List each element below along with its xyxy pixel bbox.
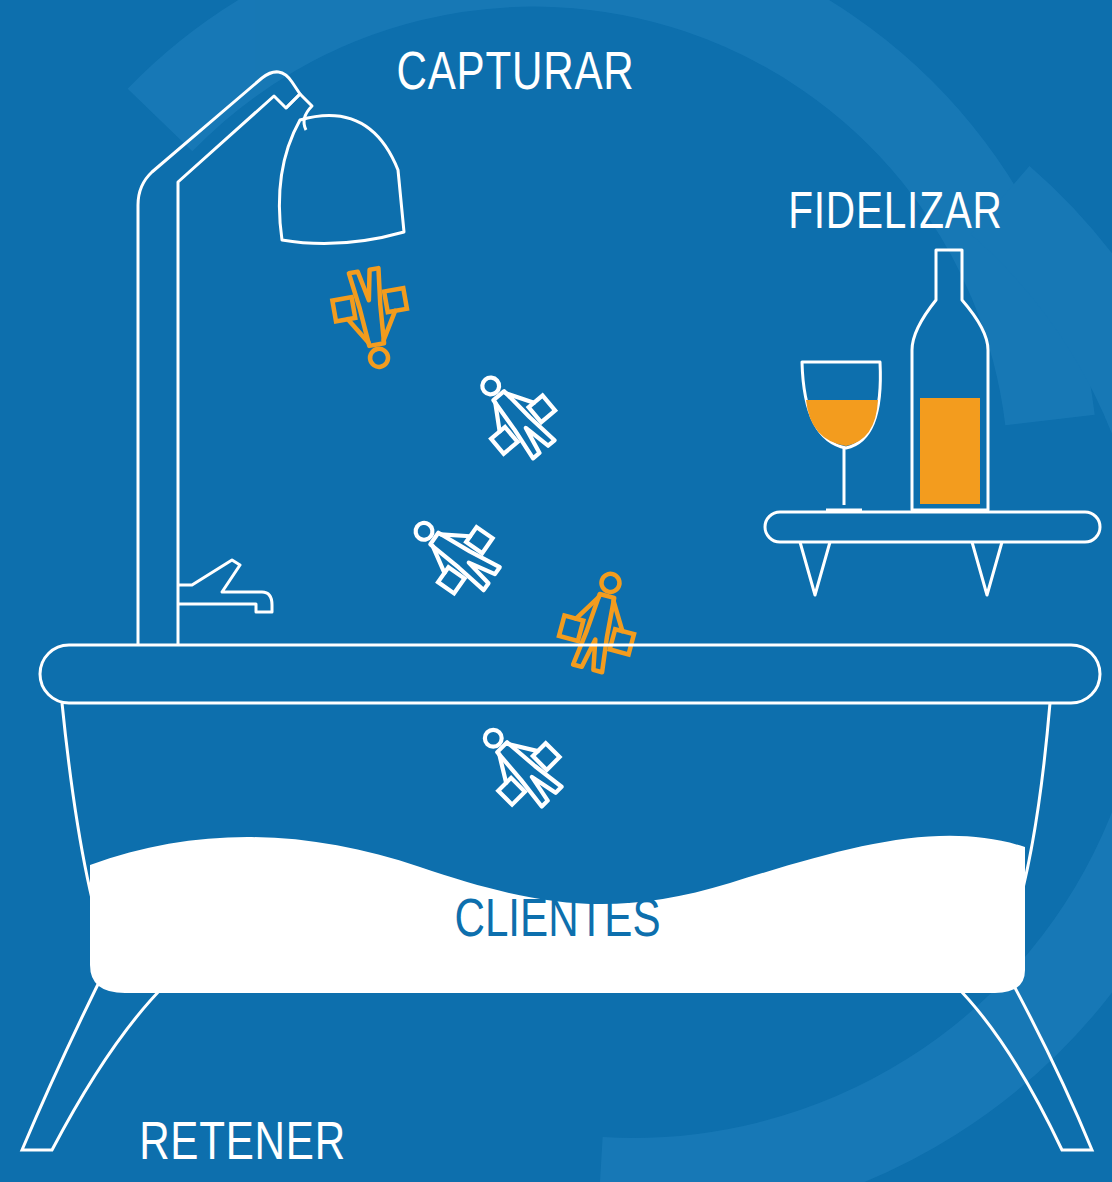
- stage-label: RETENER: [139, 1113, 346, 1167]
- client-icons: [328, 264, 647, 820]
- water-area: CLIENTES: [90, 825, 1025, 993]
- wine-shelf: [765, 250, 1100, 595]
- shower: [138, 72, 404, 645]
- stage-label: FIDELIZAR: [788, 184, 1002, 236]
- wine-in-glass: [806, 400, 878, 446]
- node-text: CLIENTES: [193, 890, 922, 944]
- bathtub: [22, 645, 1100, 1150]
- wine-in-bottle: [920, 398, 980, 504]
- water-fill: [90, 836, 1025, 993]
- stage-label: CAPTURAR: [396, 43, 634, 97]
- background-arc: [160, 0, 1112, 1182]
